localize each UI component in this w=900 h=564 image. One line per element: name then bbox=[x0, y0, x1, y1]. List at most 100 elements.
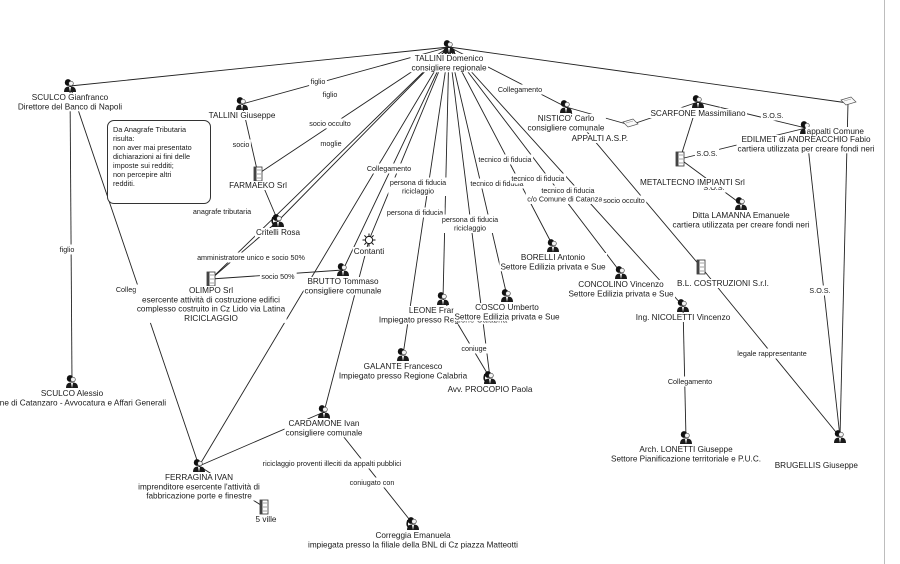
node-bl-costr[interactable]: B.L. COSTRUZIONI S.r.l. bbox=[676, 259, 770, 288]
node-label-background bbox=[609, 445, 763, 464]
edge-label-socio: socio bbox=[233, 140, 250, 149]
node-label-background bbox=[16, 93, 124, 112]
edge-label-background bbox=[525, 185, 611, 204]
person-icon bbox=[236, 97, 248, 110]
person-icon bbox=[692, 95, 704, 108]
node-cinque-ville[interactable]: 5 ville bbox=[254, 499, 278, 524]
node-label-background bbox=[337, 362, 469, 381]
edge-tallini_d-to-leone bbox=[442, 46, 450, 300]
edge-label-background bbox=[318, 138, 344, 149]
node-label-background bbox=[207, 111, 277, 120]
node-nicoletti[interactable]: Ing. NICOLETTI Vincenzo bbox=[634, 299, 732, 322]
node-tallini-g[interactable]: TALLINI Giuseppe bbox=[207, 97, 277, 120]
node-label: FARMAEKO Srl bbox=[229, 181, 287, 190]
edge-label-background bbox=[666, 376, 714, 387]
person-icon bbox=[615, 266, 627, 279]
node-label-background bbox=[639, 178, 746, 187]
edge-label-socio-50: socio 50% bbox=[261, 272, 295, 281]
person-icon bbox=[64, 79, 76, 92]
node-critelli[interactable]: Critelli Rosa bbox=[254, 214, 302, 237]
person-icon bbox=[547, 239, 559, 252]
person-icon bbox=[560, 100, 572, 113]
edge-label-socio-occulto: socio occulto bbox=[309, 119, 351, 128]
node-contanti[interactable]: Contanti bbox=[352, 233, 386, 257]
edge-label-persona-di-fiducia: persona di fiducia bbox=[387, 208, 443, 217]
edge-sculco_g-to-sculco_a bbox=[69, 85, 73, 383]
node-label-background bbox=[254, 515, 278, 524]
edge-label-s-o-s: S.O.S. bbox=[703, 183, 724, 192]
node-metaltecno[interactable]: METALTECNO IMPIANTI Srl bbox=[639, 151, 746, 187]
node-label-background bbox=[137, 473, 262, 501]
node-appalti-asp[interactable]: APPALTI A.S.P. bbox=[570, 118, 639, 143]
edge-label-collegamento: Collegamento bbox=[498, 85, 542, 94]
edge-label-background bbox=[601, 195, 647, 206]
building-icon bbox=[206, 271, 216, 287]
node-scarfone[interactable]: SCARFONE Massimiliano bbox=[649, 95, 747, 118]
edge-label-background bbox=[468, 178, 526, 189]
note-line: non aver mai presentato bbox=[113, 143, 192, 152]
node-label-background bbox=[676, 279, 770, 288]
edge-label-anagrafe-tributaria: anagrafe tributaria bbox=[193, 207, 251, 216]
tax-registry-note: Da Anagrafe Tributaria risulta: non aver… bbox=[107, 120, 211, 204]
edge-label-background bbox=[509, 173, 567, 184]
edge-label-tecnico-di-fiducia: tecnico di fiducia bbox=[511, 174, 564, 183]
node-farmaeko[interactable]: FARMAEKO Srl bbox=[228, 166, 289, 190]
edge-label-background bbox=[476, 154, 534, 165]
node-label-background bbox=[446, 385, 534, 394]
edge-label-background bbox=[309, 76, 327, 87]
edge-label-figlio: figlio bbox=[60, 245, 75, 254]
edge-label-background bbox=[307, 118, 353, 129]
node-label-background bbox=[284, 419, 364, 438]
edge-label-background bbox=[195, 252, 308, 263]
node-label-background bbox=[671, 211, 811, 230]
edge-label-background bbox=[385, 207, 445, 218]
edge-contanti-to-cardamone bbox=[323, 239, 370, 413]
node-sculco-a[interactable]: SCULCO AlessioComune di Catanzaro - Avvo… bbox=[0, 375, 168, 408]
note-line: dichiarazioni ai fini delle bbox=[113, 152, 191, 161]
edge-label-background bbox=[807, 285, 833, 296]
edge-label-riciclaggio-proventi-illeciti-da-appalti-pubblici: riciclaggio proventi illeciti da appalti… bbox=[263, 459, 402, 468]
node-label: TALLINI Giuseppe bbox=[209, 111, 276, 120]
edge-label-figlio: figlio bbox=[323, 90, 338, 99]
note-line: imposte sui redditi; bbox=[113, 161, 174, 170]
node-procopio[interactable]: Avv. PROCOPIO Paola bbox=[446, 371, 534, 394]
edge-label-background bbox=[694, 148, 720, 159]
node-label-background bbox=[499, 253, 608, 272]
edge-label-amministratore-unico-e-socio-50: amministratore unico e socio 50% bbox=[197, 253, 305, 262]
node-brugellis[interactable]: BRUGELLIS Giuseppe bbox=[773, 430, 860, 470]
document-icon bbox=[840, 96, 857, 106]
node-appalti-comune[interactable]: appalti Comune bbox=[805, 96, 866, 136]
node-label-background bbox=[526, 114, 606, 133]
edge-label-s-o-s: S.O.S. bbox=[696, 149, 717, 158]
node-label: BRUGELLIS Giuseppe bbox=[775, 461, 859, 470]
edge-tallini_d-to-critelli bbox=[277, 46, 450, 222]
node-label: Contanti bbox=[354, 247, 385, 256]
node-label: Ing. NICOLETTI Vincenzo bbox=[636, 313, 731, 322]
person-icon bbox=[443, 40, 455, 53]
node-label: 5 ville bbox=[256, 515, 277, 524]
node-label-background bbox=[303, 277, 383, 296]
edge-label-background bbox=[321, 89, 339, 100]
edge-label-legale-rappresentante: legale rappresentante bbox=[737, 349, 807, 358]
